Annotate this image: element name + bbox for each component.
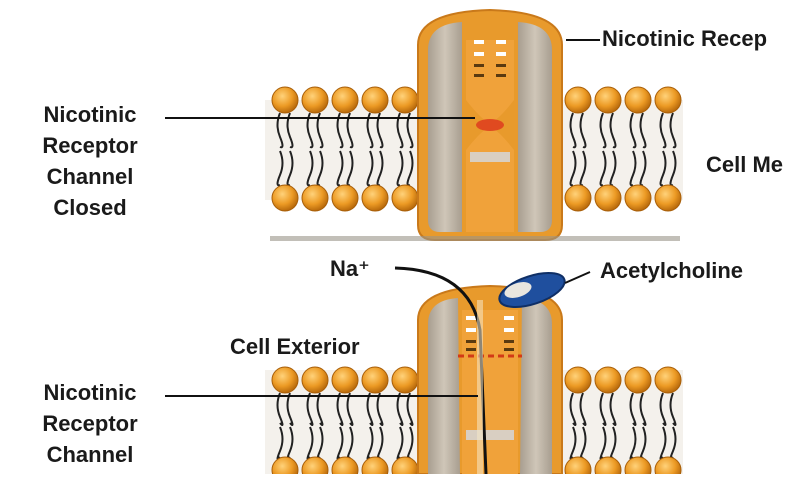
lipid-head — [302, 367, 328, 393]
closed-receptor — [418, 10, 562, 240]
nicotinic-receptor-label: Nicotinic Recep — [602, 24, 767, 54]
closed-gate — [476, 119, 504, 131]
lipid-head — [565, 185, 591, 211]
open-channel-label-line3: Channel — [20, 440, 160, 470]
lipid-head — [655, 185, 681, 211]
acetylcholine-label: Acetylcholine — [600, 256, 743, 286]
lipid-head — [595, 87, 621, 113]
open-channel-band — [466, 430, 514, 440]
open-receptor — [418, 286, 562, 474]
open-channel-pore — [462, 310, 518, 474]
lipid-head — [362, 185, 388, 211]
cell-membrane-label: Cell Me — [706, 150, 783, 180]
sodium-ion-label: Na⁺ — [330, 254, 370, 284]
closed-membrane-edge — [270, 236, 680, 241]
lipid-head — [392, 367, 418, 393]
cell-exterior-label: Cell Exterior — [230, 332, 360, 362]
closed-channel-label-line1: Nicotinic — [20, 100, 160, 130]
open-channel-label-line2: Receptor — [20, 409, 160, 439]
lipid-head — [272, 185, 298, 211]
lipid-head — [625, 87, 651, 113]
lipid-head — [595, 185, 621, 211]
lipid-head — [332, 87, 358, 113]
lipid-head — [272, 367, 298, 393]
lipid-head — [362, 87, 388, 113]
closed-channel-label-line4: Closed — [20, 193, 160, 223]
closed-channel-lower — [466, 126, 514, 232]
lipid-head — [625, 367, 651, 393]
closed-channel-label-line3: Channel — [20, 162, 160, 192]
lipid-head — [655, 87, 681, 113]
lipid-head — [392, 185, 418, 211]
lipid-head — [302, 87, 328, 113]
lipid-head — [332, 185, 358, 211]
lipid-head — [332, 367, 358, 393]
lipid-head — [625, 185, 651, 211]
lipid-head — [565, 367, 591, 393]
lipid-head — [565, 87, 591, 113]
open-receptor-left-subunit — [428, 298, 460, 474]
lipid-head — [362, 367, 388, 393]
lipid-head — [595, 367, 621, 393]
acetylcholine-leader — [565, 272, 590, 283]
lipid-head — [392, 87, 418, 113]
lipid-head — [655, 367, 681, 393]
closed-channel-band — [470, 152, 510, 162]
closed-channel-label-line2: Receptor — [20, 131, 160, 161]
open-channel-panel — [165, 266, 683, 474]
lipid-head — [272, 87, 298, 113]
open-receptor-right-subunit — [520, 298, 552, 474]
lipid-head — [302, 185, 328, 211]
closed-receptor-right-subunit — [518, 22, 552, 232]
closed-receptor-left-subunit — [428, 22, 462, 232]
open-channel-label-line1: Nicotinic — [20, 378, 160, 408]
